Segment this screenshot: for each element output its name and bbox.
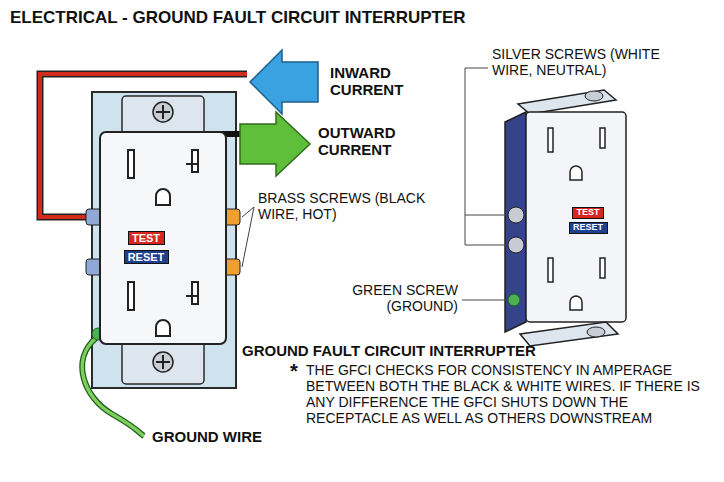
mount-screw bbox=[153, 352, 173, 372]
button-box: RESET bbox=[569, 222, 608, 234]
arrow-label: OUTWARD CURRENT bbox=[318, 124, 428, 159]
button-box: TEST bbox=[128, 231, 165, 245]
button-box: RESET bbox=[124, 250, 169, 264]
leader-line bbox=[242, 207, 254, 267]
green-screw bbox=[508, 294, 520, 306]
leader-line bbox=[465, 68, 506, 245]
note-marker: * bbox=[290, 360, 304, 383]
outlet-slots bbox=[128, 150, 198, 336]
wall-plate bbox=[92, 92, 236, 388]
mount-screw bbox=[585, 91, 603, 101]
part-label: GREEN SCREW (GROUND) bbox=[330, 282, 458, 314]
button-text: RESET bbox=[573, 222, 603, 232]
outward-arrow bbox=[240, 112, 310, 176]
leader-line bbox=[462, 300, 506, 301]
note-heading: GROUND FAULT CIRCUIT INTERRUPTER bbox=[242, 342, 622, 359]
inward-arrow bbox=[250, 50, 318, 114]
screw-slot bbox=[156, 355, 170, 369]
part-label: SILVER SCREWS (WHITE WIRE, NEUTRAL) bbox=[492, 46, 692, 78]
mount-screw bbox=[153, 102, 173, 122]
screw-slot bbox=[156, 105, 170, 119]
outlet-slots bbox=[548, 128, 605, 310]
mounting-strap bbox=[122, 96, 204, 136]
arrow-label: INWARD CURRENT bbox=[330, 64, 430, 99]
part-label: GROUND WIRE bbox=[152, 428, 292, 445]
note-text: THE GFCI CHECKS FOR CONSISTENCY IN AMPER… bbox=[306, 362, 716, 426]
part-label: BRASS SCREWS (BLACK WIRE, HOT) bbox=[258, 190, 428, 222]
button-box: TEST bbox=[572, 207, 604, 219]
mounting-strap bbox=[518, 90, 616, 114]
outlet-face bbox=[100, 132, 226, 344]
diagram-title: ELECTRICAL - GROUND FAULT CIRCUIT INTERR… bbox=[10, 8, 466, 28]
button-text: TEST bbox=[576, 207, 599, 217]
silver-screw bbox=[508, 237, 524, 253]
outlet-face bbox=[526, 112, 626, 322]
button-text: TEST bbox=[132, 232, 160, 244]
button-text: RESET bbox=[128, 251, 165, 263]
outlet-housing bbox=[505, 112, 526, 332]
mounting-strap bbox=[122, 340, 204, 384]
mount-screw bbox=[587, 327, 605, 337]
silver-screw bbox=[508, 207, 524, 223]
